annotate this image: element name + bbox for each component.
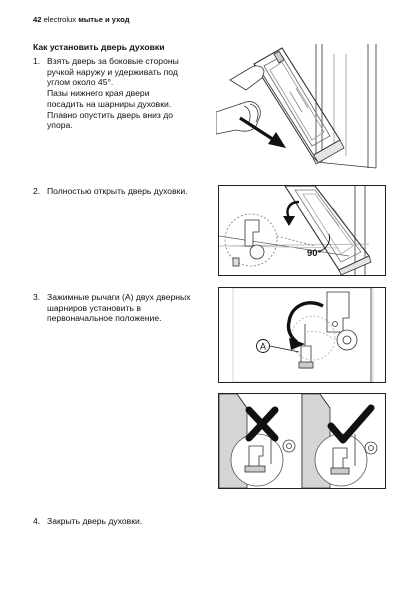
step-line: Полностью открыть дверь духовки. bbox=[47, 186, 188, 196]
step-line: Пазы нижнего края двери bbox=[47, 88, 150, 99]
step-number: 1. bbox=[33, 56, 41, 66]
page-number: 42 bbox=[33, 15, 42, 24]
page-title: Как установить дверь духовки bbox=[33, 42, 165, 52]
brand-name: electrolux bbox=[43, 15, 77, 24]
rotate-arrow-icon bbox=[283, 200, 300, 226]
step-number: 3. bbox=[33, 292, 41, 302]
correct-check-icon bbox=[327, 404, 375, 444]
step-text: Закрыть дверь духовки. bbox=[47, 516, 212, 527]
section-name: мытье и уход bbox=[78, 15, 130, 24]
figure-lever-compare bbox=[218, 393, 386, 489]
page-header: 42 electrolux мытье и уход bbox=[33, 15, 130, 24]
step-number: 4. bbox=[33, 516, 41, 526]
step-line: Плавно опустить дверь вниз до bbox=[47, 109, 174, 120]
step-line: ручкой наружу и удерживать под bbox=[47, 66, 178, 77]
step-text: Взять дверь за боковые стороны ручкой на… bbox=[47, 56, 212, 131]
step-line: посадить на шарниры духовки. bbox=[47, 98, 172, 109]
step-text: Зажимные рычаги (A) двух дверных шарниро… bbox=[47, 292, 212, 324]
curved-arrow-icon bbox=[286, 301, 324, 350]
step-text: Полностью открыть дверь духовки. bbox=[47, 186, 212, 197]
door-open-illustration: 90° bbox=[219, 186, 372, 275]
lever-illustration: A bbox=[232, 288, 374, 382]
lever-a-label: A bbox=[256, 339, 270, 353]
figure-door-insert bbox=[216, 44, 386, 172]
lever-letter: A bbox=[260, 342, 266, 352]
door-insert-illustration bbox=[216, 44, 377, 169]
step-line: Взять дверь за боковые стороны bbox=[47, 56, 179, 66]
angle-label: 90° bbox=[307, 248, 322, 259]
wrong-x-icon bbox=[245, 406, 279, 442]
arrow-icon bbox=[239, 116, 286, 148]
step-line: шарниров установить в bbox=[47, 302, 141, 313]
step-line: Зажимные рычаги (A) двух дверных bbox=[47, 292, 191, 302]
figure-door-open: 90° bbox=[218, 185, 386, 276]
step-number: 2. bbox=[33, 186, 41, 196]
lever-compare-illustration bbox=[219, 394, 378, 488]
step-line: углом около 45°. bbox=[47, 77, 114, 88]
step-line: упора. bbox=[47, 120, 73, 131]
step-line: первоначальное положение. bbox=[47, 313, 162, 324]
step-line: Закрыть дверь духовки. bbox=[47, 516, 143, 526]
figure-lever-reset: A bbox=[218, 287, 386, 383]
